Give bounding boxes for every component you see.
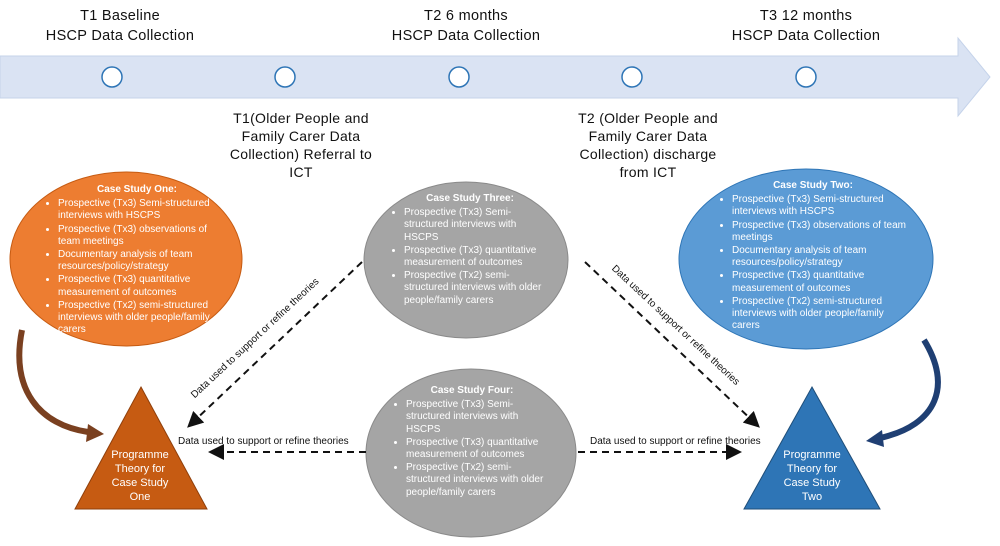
milestone-circle-5 (795, 66, 817, 88)
list-item: Prospective (Tx3) quantitative measureme… (404, 245, 550, 269)
edge-label-horiz-left: Data used to support or refine theories (178, 436, 349, 447)
case-study-two-title: Case Study Two: (773, 180, 853, 191)
case-study-four-text: Case Study Four: Prospective (Tx3) Semi-… (392, 385, 552, 500)
list-item: Prospective (Tx3) Semi-structured interv… (732, 194, 908, 218)
curve-arrow-right (879, 338, 941, 441)
case-study-three-ellipse (363, 181, 569, 339)
case-study-three-text: Case Study Three: Prospective (Tx3) Semi… (390, 193, 550, 308)
case-study-one-ellipse (9, 171, 243, 347)
case-study-two-text: Case Study Two: Prospective (Tx3) Semi-s… (718, 180, 908, 333)
case-study-one-title: Case Study One: (96, 184, 178, 195)
curve-arrowhead-left (86, 424, 104, 442)
list-item: Prospective (Tx2) semi-structured interv… (404, 270, 550, 307)
curve-arrowhead-right (866, 430, 884, 447)
list-item: Prospective (Tx2) semi-structured interv… (732, 296, 908, 333)
dashed-arrow-diag-right (584, 261, 760, 428)
list-item: Prospective (Tx3) Semi-structured interv… (406, 399, 552, 436)
list-item: Prospective (Tx3) Semi-structured interv… (58, 198, 230, 222)
list-item: Prospective (Tx3) quantitative measureme… (58, 274, 230, 298)
timeline-label-t3: T3 12 months HSCP Data Collection (731, 8, 881, 44)
case-study-three-title: Case Study Three: (426, 193, 514, 204)
case-study-four-list: Prospective (Tx3) Semi-structured interv… (392, 399, 552, 499)
timeline-label-t1: T1 Baseline HSCP Data Collection (45, 8, 195, 44)
milestone-circle-4 (621, 66, 643, 88)
milestone-circle-1 (101, 66, 123, 88)
list-item: Prospective (Tx3) quantitative measureme… (732, 270, 908, 294)
programme-theory-left-label: Programme Theory for Case Study One (111, 449, 169, 503)
case-study-four-title: Case Study Four: (430, 385, 514, 396)
timeline-label-referral: T1(Older People and Family Carer Data Co… (229, 110, 373, 180)
milestone-circle-2 (274, 66, 296, 88)
case-study-one-list: Prospective (Tx3) Semi-structured interv… (44, 198, 230, 336)
list-item: Prospective (Tx2) semi-structured interv… (406, 462, 552, 499)
list-item: Prospective (Tx2) semi-structured interv… (58, 300, 230, 337)
timeline-label-t2: T2 6 months HSCP Data Collection (391, 8, 541, 44)
list-item: Prospective (Tx3) Semi-structured interv… (404, 207, 550, 244)
list-item: Documentary analysis of team resources/p… (58, 249, 230, 273)
curve-arrow-left (16, 329, 89, 435)
programme-theory-right-triangle (743, 385, 881, 510)
milestone-circle-3 (448, 66, 470, 88)
list-item: Documentary analysis of team resources/p… (732, 245, 908, 269)
dashed-arrow-diag-left (187, 261, 363, 428)
case-study-one-text: Case Study One: Prospective (Tx3) Semi-s… (44, 184, 230, 337)
list-item: Prospective (Tx3) quantitative measureme… (406, 437, 552, 461)
edge-label-horiz-right: Data used to support or refine theories (590, 436, 761, 447)
case-study-two-list: Prospective (Tx3) Semi-structured interv… (718, 194, 908, 332)
timeline-arrow (0, 36, 991, 118)
list-item: Prospective (Tx3) observations of team m… (732, 220, 908, 244)
programme-theory-left-triangle (74, 385, 208, 510)
case-study-three-list: Prospective (Tx3) Semi-structured interv… (390, 207, 550, 307)
timeline-label-discharge: T2 (Older People and Family Carer Data C… (578, 110, 718, 180)
programme-theory-right-label: Programme Theory for Case Study Two (783, 449, 841, 503)
case-study-two-ellipse (678, 168, 934, 350)
list-item: Prospective (Tx3) observations of team m… (58, 224, 230, 248)
